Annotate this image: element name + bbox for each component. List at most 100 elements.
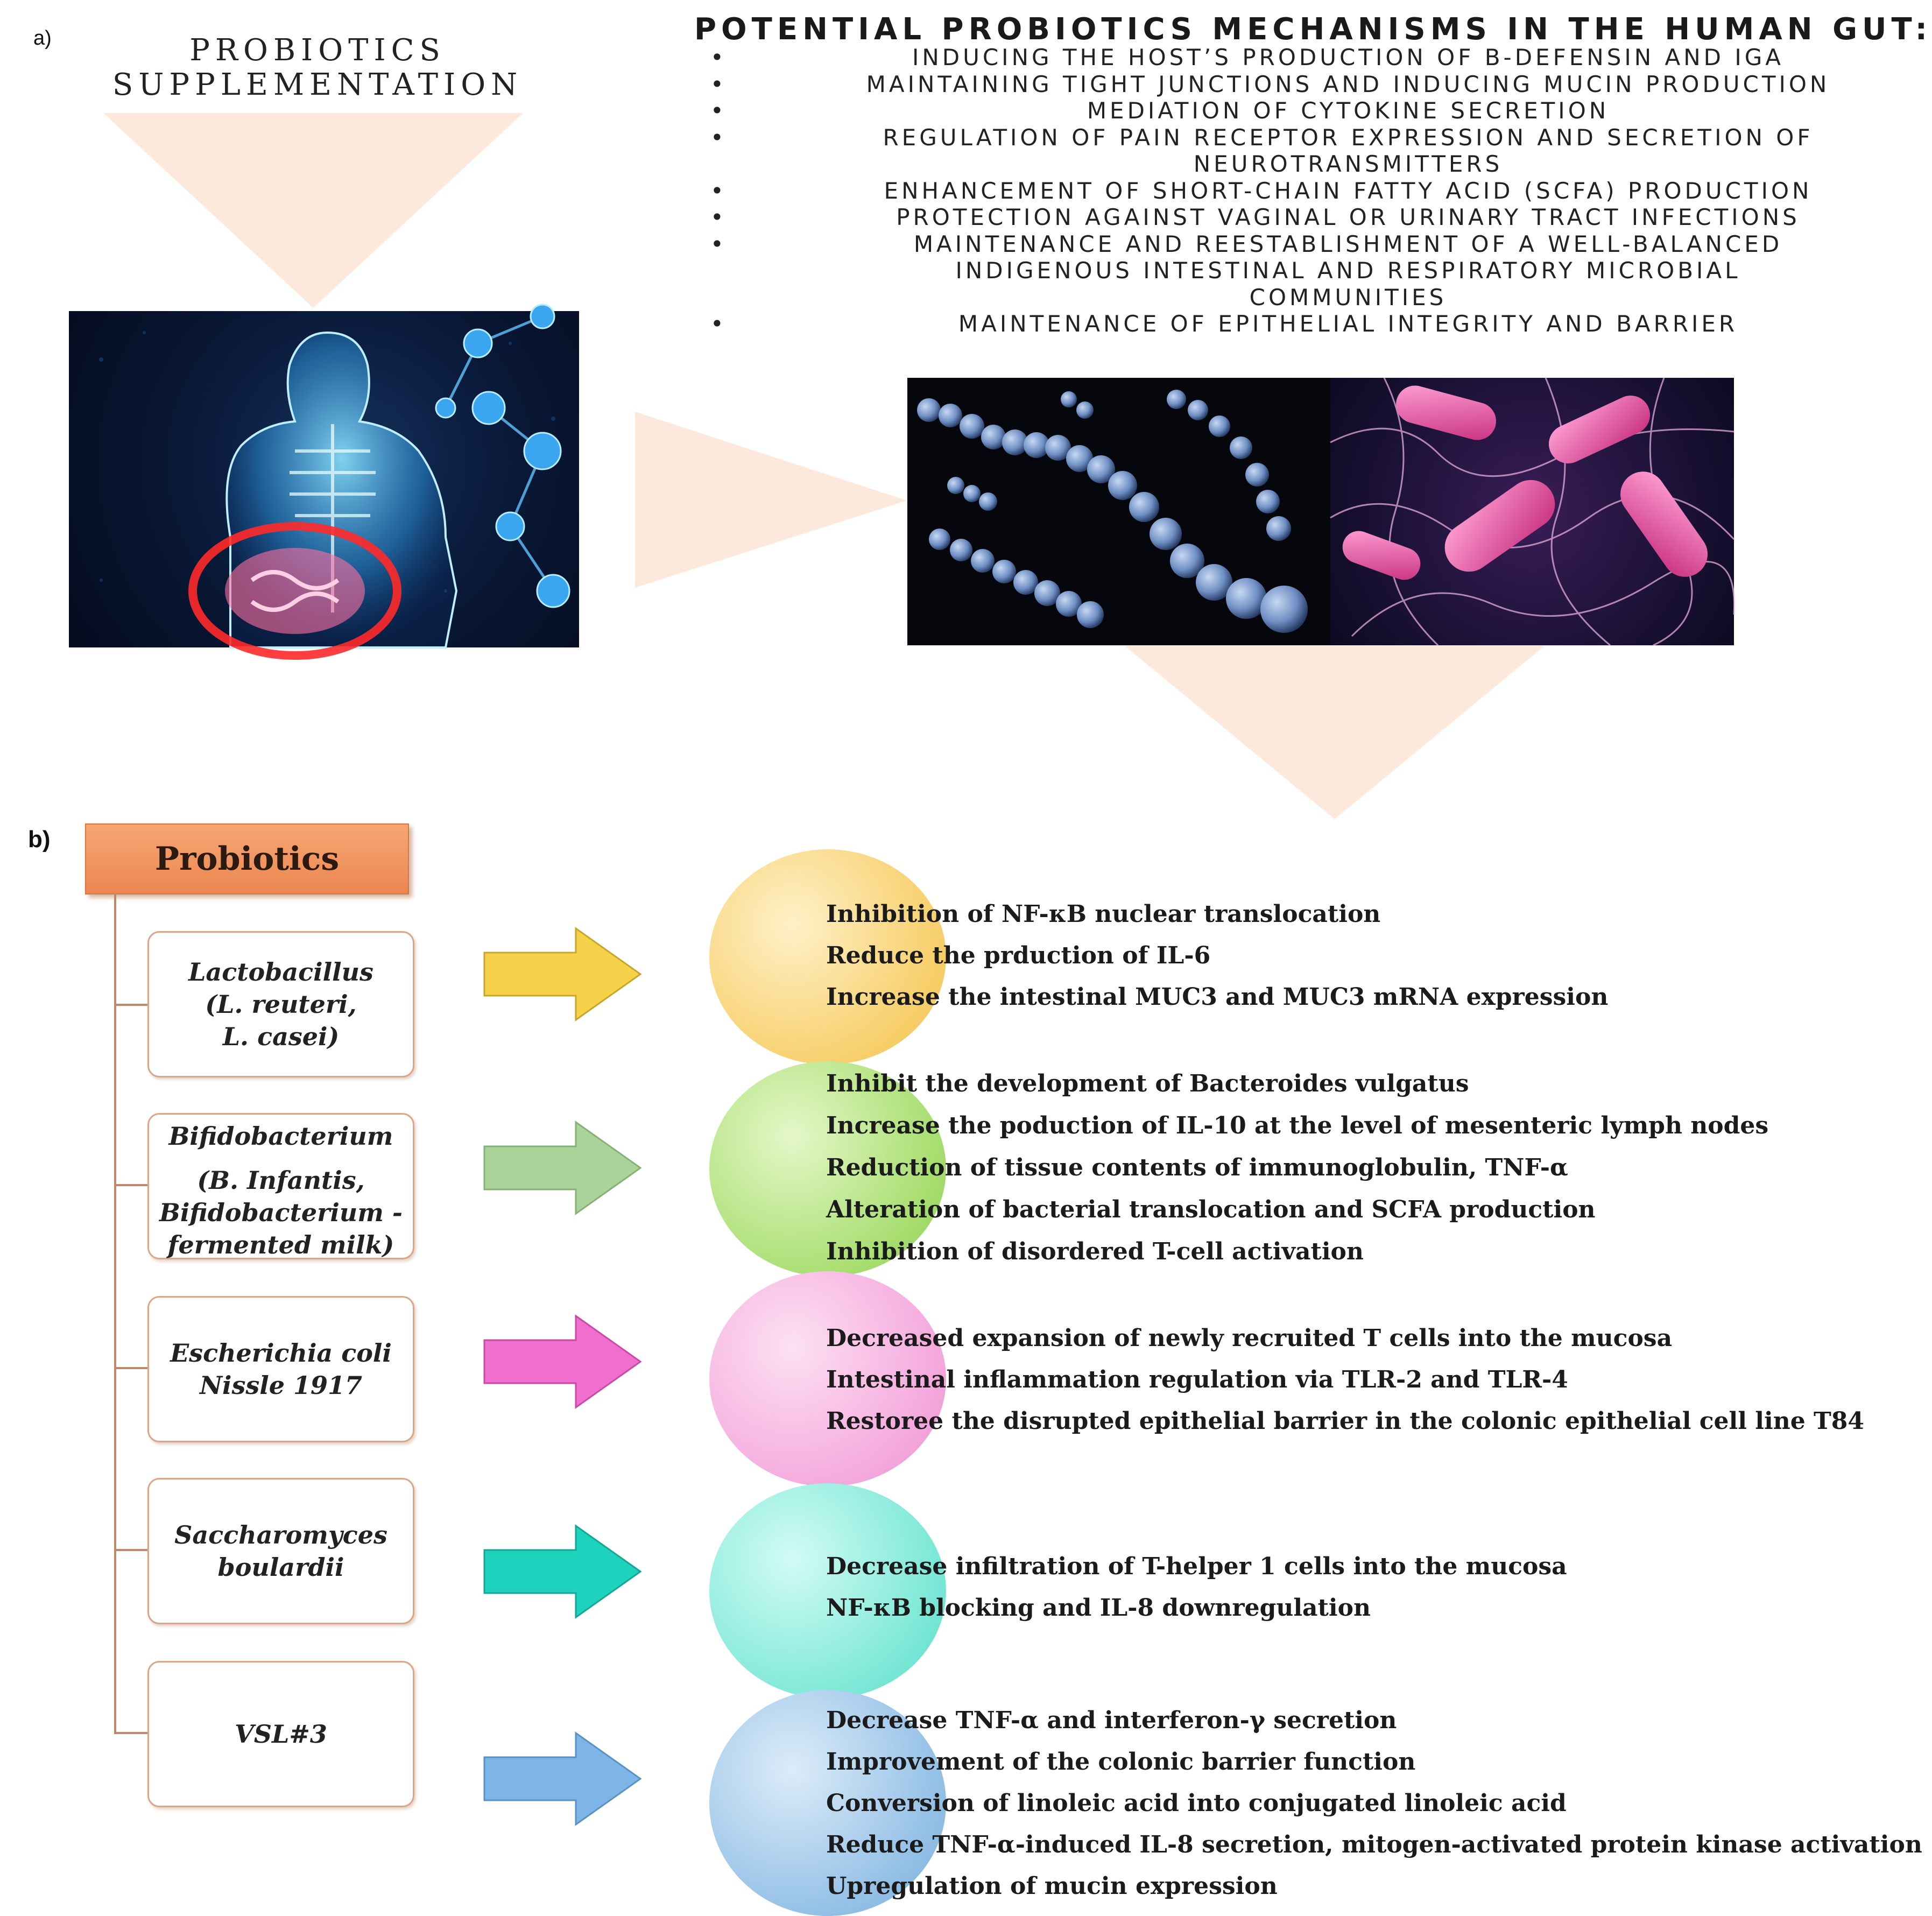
tree-branch-line [114, 1184, 149, 1186]
mechanism-item: • INDUCING THE HOST’S PRODUCTION OF B-DE… [710, 44, 1894, 71]
bullet: • [710, 97, 727, 124]
mechanisms-title: POTENTIAL PROBIOTICS MECHANISMS IN THE H… [694, 12, 1932, 47]
human-body-illustration [99, 304, 570, 660]
arrow-bifidobacterium [483, 1121, 642, 1215]
mechanism-text: REGULATION OF PAIN RECEPTOR EXPRESSION A… [883, 124, 1814, 151]
species-name: Escherichia coli [170, 1339, 392, 1368]
effect-item: Decrease TNF-α and interferon-γ secretio… [826, 1707, 1397, 1734]
supplementation-title-line: PROBIOTICS [189, 33, 446, 68]
effect-item: Increase the intestinal MUC3 and MUC3 mR… [826, 983, 1609, 1011]
mechanism-text: MEDIATION OF CYTOKINE SECRETION [1087, 97, 1610, 124]
probiotics-header-box: Probiotics [85, 823, 409, 894]
mechanism-item: • MAINTAINING TIGHT JUNCTIONS AND INDUCI… [710, 71, 1894, 98]
tree-branch-line [114, 1549, 149, 1551]
panel-b-label: b) [28, 826, 51, 853]
effect-item: Reduce the prduction of IL-6 [826, 942, 1211, 969]
effect-circle-lactobacillus [709, 849, 946, 1065]
effect-item: Inhibit the development of Bacteroides v… [826, 1070, 1469, 1097]
streptococcus-illustration [917, 390, 1308, 633]
tree-branch-line [114, 1004, 149, 1006]
mechanism-text: MAINTAINING TIGHT JUNCTIONS AND INDUCING… [866, 71, 1830, 97]
bacteria-flagella-image [1330, 377, 1736, 646]
species-box-saccharomyces: Saccharomyces boulardii [147, 1478, 414, 1624]
bullet: • [710, 124, 727, 151]
species-name: Lactobacillus [188, 957, 373, 987]
human-gut-image [69, 304, 579, 660]
effect-circle-saccharomyces [709, 1483, 946, 1699]
mechanism-item: • MEDIATION OF CYTOKINE SECRETION [710, 97, 1894, 124]
flagellated-bacteria-illustration [1330, 377, 1736, 646]
bullet: • [710, 311, 727, 337]
effect-item: Upregulation of mucin expression [826, 1872, 1278, 1900]
bullet: • [710, 204, 727, 230]
species-name: VSL#3 [235, 1720, 327, 1749]
effect-circle-vsl3 [709, 1690, 946, 1916]
arrow-saccharomyces [483, 1524, 642, 1619]
effects-bifidobacterium: Inhibit the development of Bacteroides v… [826, 1063, 1768, 1273]
mechanism-text: INDUCING THE HOST’S PRODUCTION OF B-DEFE… [912, 44, 1785, 71]
species-box-bifidobacterium: Bifidobacterium (B. Infantis, Bifidobact… [147, 1113, 414, 1259]
tree-branch-line [114, 1732, 149, 1734]
bullet: • [710, 230, 727, 257]
supplementation-title: PROBIOTICS SUPPLEMENTATION [81, 33, 554, 102]
mechanism-item: • ENHANCEMENT OF SHORT-CHAIN FATTY ACID … [710, 178, 1894, 205]
bullet: • [710, 177, 727, 204]
mechanism-text: MAINTENANCE AND REESTABLISHMENT OF A WEL… [913, 230, 1783, 257]
bacteria-chain-image [907, 378, 1330, 645]
mechanism-text: INDIGENOUS INTESTINAL AND RESPIRATORY MI… [955, 257, 1741, 284]
tree-branch-line [114, 1367, 149, 1369]
mechanism-item: • REGULATION OF PAIN RECEPTOR EXPRESSION… [710, 124, 1894, 178]
effect-item: Decrease infiltration of T-helper 1 cell… [826, 1553, 1567, 1580]
mechanism-item: • MAINTENANCE AND REESTABLISHMENT OF A W… [710, 231, 1894, 311]
species-name: Bifidobacterium - [159, 1198, 403, 1227]
effect-item: NF-κB blocking and IL-8 downregulation [826, 1594, 1371, 1622]
species-name: (L. reuteri, [205, 990, 357, 1019]
effect-item: Alteration of bacterial translocation an… [826, 1196, 1596, 1223]
species-name: fermented milk) [167, 1230, 394, 1259]
species-name: L. casei) [222, 1022, 340, 1051]
effect-circle-e-coli [709, 1271, 946, 1487]
species-name: Nissle 1917 [199, 1371, 363, 1400]
effects-lactobacillus: Inhibition of NF-κB nuclear translocatio… [826, 893, 1608, 1018]
effects-e-coli: Decreased expansion of newly recruited T… [826, 1318, 1864, 1442]
effect-item: Reduction of tissue contents of immunogl… [826, 1154, 1568, 1181]
species-name: boulardii [217, 1553, 344, 1582]
mechanisms-list: • INDUCING THE HOST’S PRODUCTION OF B-DE… [710, 44, 1894, 337]
species-name: (B. Infantis, [197, 1166, 365, 1195]
mechanism-text: NEUROTRANSMITTERS [1193, 151, 1503, 177]
effect-item: Restoree the disrupted epithelial barrie… [826, 1407, 1864, 1435]
down-triangle-right [1125, 646, 1545, 819]
bullet: • [710, 44, 727, 71]
mechanism-text: COMMUNITIES [1249, 284, 1447, 311]
effect-item: Conversion of linoleic acid into conjuga… [826, 1790, 1567, 1817]
species-box-vsl3: VSL#3 [147, 1661, 414, 1807]
effect-item: Inhibition of disordered T-cell activati… [826, 1238, 1364, 1265]
effect-item: Inhibition of NF-κB nuclear translocatio… [826, 900, 1381, 928]
effect-circle-bifidobacterium [709, 1061, 946, 1277]
effect-item: Reduce TNF-α-induced IL-8 secretion, mit… [826, 1831, 1922, 1858]
mechanism-item: • PROTECTION AGAINST VAGINAL OR URINARY … [710, 204, 1894, 231]
right-triangle-middle [635, 412, 907, 588]
species-box-e-coli-nissle: Escherichia coli Nissle 1917 [147, 1296, 414, 1442]
down-triangle-left [103, 113, 523, 308]
species-name: Bifidobacterium [168, 1122, 393, 1151]
mechanism-text: PROTECTION AGAINST VAGINAL OR URINARY TR… [896, 204, 1800, 230]
effect-item: Intestinal inflammation regulation via T… [826, 1366, 1568, 1393]
arrow-lactobacillus [483, 927, 642, 1022]
supplementation-title-line: SUPPLEMENTATION [112, 67, 523, 102]
effects-saccharomyces: Decrease infiltration of T-helper 1 cell… [826, 1546, 1567, 1629]
mechanism-text: MAINTENANCE OF EPITHELIAL INTEGRITY AND … [958, 311, 1738, 337]
tree-trunk-line [114, 893, 116, 1733]
arrow-vsl3 [483, 1731, 642, 1826]
species-name: Saccharomyces [174, 1520, 387, 1549]
effect-item: Improvement of the colonic barrier funct… [826, 1748, 1416, 1776]
species-box-lactobacillus: Lactobacillus (L. reuteri, L. casei) [147, 931, 414, 1077]
effect-item: Decreased expansion of newly recruited T… [826, 1325, 1673, 1352]
effects-vsl3: Decrease TNF-α and interferon-γ secretio… [826, 1700, 1922, 1907]
effect-item: Increase the poduction of IL-10 at the l… [826, 1112, 1769, 1139]
mechanism-item: • MAINTENANCE OF EPITHELIAL INTEGRITY AN… [710, 311, 1894, 337]
bullet: • [710, 71, 727, 97]
mechanism-text: ENHANCEMENT OF SHORT-CHAIN FATTY ACID (S… [884, 177, 1813, 204]
panel-a-label: a) [33, 27, 52, 50]
